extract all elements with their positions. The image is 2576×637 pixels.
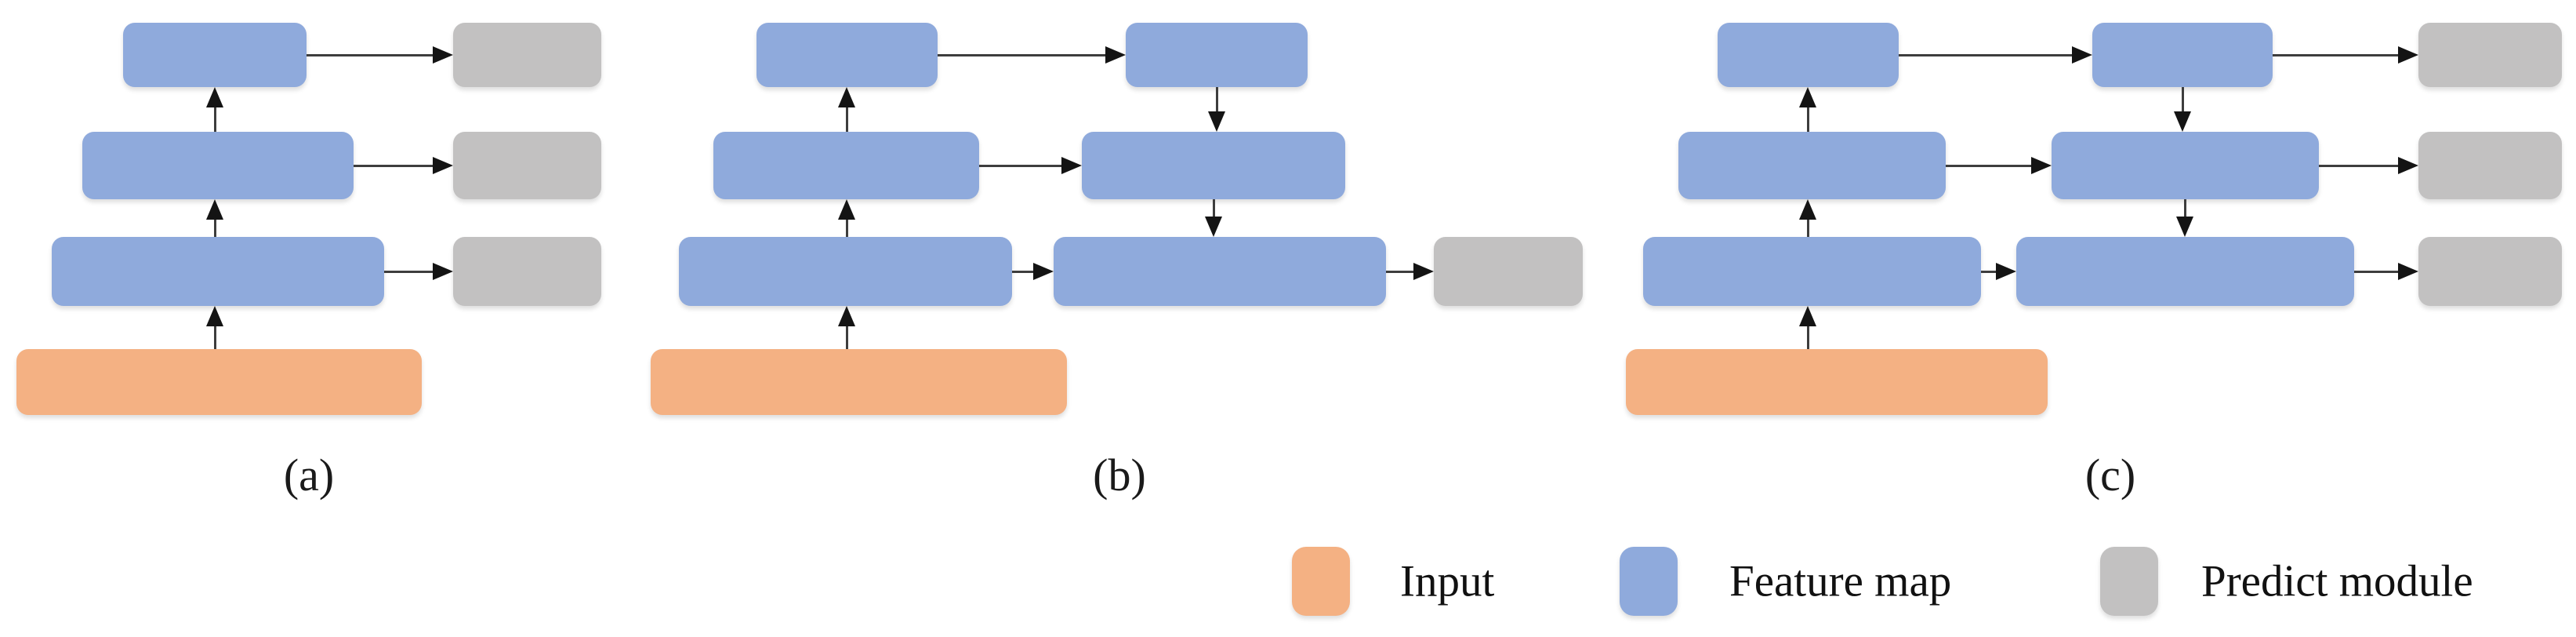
- arrow-up-head: [838, 87, 855, 107]
- arrow-up-head: [838, 199, 855, 220]
- predict-module-level3: [1434, 237, 1583, 306]
- arrow-up-line: [1806, 103, 1809, 132]
- arrow-right-line: [2319, 164, 2403, 167]
- arrow-right-head: [2398, 263, 2418, 280]
- arrow-right-head: [2031, 157, 2052, 174]
- predict-module-level1: [2418, 23, 2562, 87]
- legend-swatch-input: [1292, 547, 1350, 616]
- arrow-up-line: [1806, 215, 1809, 237]
- arrow-up-line: [1806, 322, 1809, 349]
- predict-module-level2: [2418, 132, 2562, 199]
- arrow-up-head: [206, 306, 223, 326]
- arrow-up-line: [213, 322, 216, 349]
- arrow-up-head: [1799, 87, 1816, 107]
- arrow-right-head: [1061, 157, 1082, 174]
- arrow-up-line: [213, 103, 216, 132]
- input-box: [16, 349, 422, 415]
- arrow-right-line: [1946, 164, 2036, 167]
- feature-map-level1: [123, 23, 307, 87]
- legend-label-predict-module: Predict module: [2201, 556, 2473, 606]
- arrow-right-head: [433, 46, 453, 64]
- arrow-up-head: [838, 306, 855, 326]
- arrow-right-line: [979, 164, 1066, 167]
- arrow-down-line: [1212, 199, 1215, 221]
- arrow-right-line: [1012, 270, 1038, 273]
- arrow-right-line: [1899, 53, 2077, 56]
- arrow-down-head: [1205, 217, 1222, 237]
- legend-swatch-predict-module: [2100, 547, 2158, 616]
- arrow-down-line: [1215, 87, 1218, 116]
- input-box: [1626, 349, 2048, 415]
- feature-map-bottomup-level2: [713, 132, 979, 199]
- predict-module-level3: [453, 237, 601, 306]
- arrow-down-line: [2183, 199, 2186, 221]
- input-box: [651, 349, 1067, 415]
- feature-map-bottomup-level3: [679, 237, 1012, 306]
- feature-map-level2: [82, 132, 354, 199]
- arrow-right-head: [2398, 46, 2418, 64]
- arrow-right-line: [2354, 270, 2403, 273]
- panel-c-caption: (c): [2084, 450, 2136, 500]
- feature-map-bottomup-level1: [1718, 23, 1899, 87]
- predict-module-level2: [453, 132, 601, 199]
- arrow-right-head: [1413, 263, 1434, 280]
- arrow-right-head: [433, 263, 453, 280]
- arrow-up-head: [1799, 199, 1816, 220]
- predict-module-level1: [453, 23, 601, 87]
- feature-map-bottomup-level3: [1643, 237, 1981, 306]
- legend-label-input: Input: [1400, 556, 1495, 606]
- arrow-right-line: [938, 53, 1110, 56]
- arrow-right-head: [2398, 157, 2418, 174]
- arrow-up-line: [213, 215, 216, 237]
- arrow-right-head: [1105, 46, 1126, 64]
- arrow-right-head: [2072, 46, 2092, 64]
- panel-b-caption: (b): [1093, 450, 1146, 500]
- arrow-right-head: [1033, 263, 1054, 280]
- feature-map-topdown-level3: [1054, 237, 1386, 306]
- arrow-down-head: [2176, 217, 2193, 237]
- arrow-up-head: [1799, 306, 1816, 326]
- feature-map-topdown-level3: [2016, 237, 2354, 306]
- arrow-right-line: [2273, 53, 2403, 56]
- feature-map-topdown-level2: [2052, 132, 2319, 199]
- feature-map-bottomup-level1: [756, 23, 938, 87]
- arrow-up-line: [845, 322, 848, 349]
- arrow-right-head: [433, 157, 453, 174]
- arrow-right-line: [1981, 270, 2001, 273]
- arrow-up-head: [206, 87, 223, 107]
- arrow-up-line: [845, 215, 848, 237]
- arrow-right-line: [384, 270, 437, 273]
- arrow-up-line: [845, 103, 848, 132]
- feature-map-topdown-level1: [1126, 23, 1308, 87]
- feature-map-topdown-level1: [2092, 23, 2273, 87]
- legend-label-feature-map: Feature map: [1729, 556, 1952, 606]
- arrow-down-line: [2181, 87, 2184, 116]
- arrow-right-line: [307, 53, 437, 56]
- feature-map-level3: [52, 237, 384, 306]
- arrow-right-line: [354, 164, 437, 167]
- legend-swatch-feature-map: [1620, 547, 1678, 616]
- panel-a-caption: (a): [283, 450, 335, 500]
- arrow-right-head: [1996, 263, 2016, 280]
- arrow-down-head: [1208, 111, 1225, 132]
- feature-map-topdown-level2: [1082, 132, 1345, 199]
- arrow-up-head: [206, 199, 223, 220]
- feature-map-bottomup-level2: [1678, 132, 1946, 199]
- arrow-right-line: [1386, 270, 1418, 273]
- arrow-down-head: [2174, 111, 2191, 132]
- predict-module-level3: [2418, 237, 2562, 306]
